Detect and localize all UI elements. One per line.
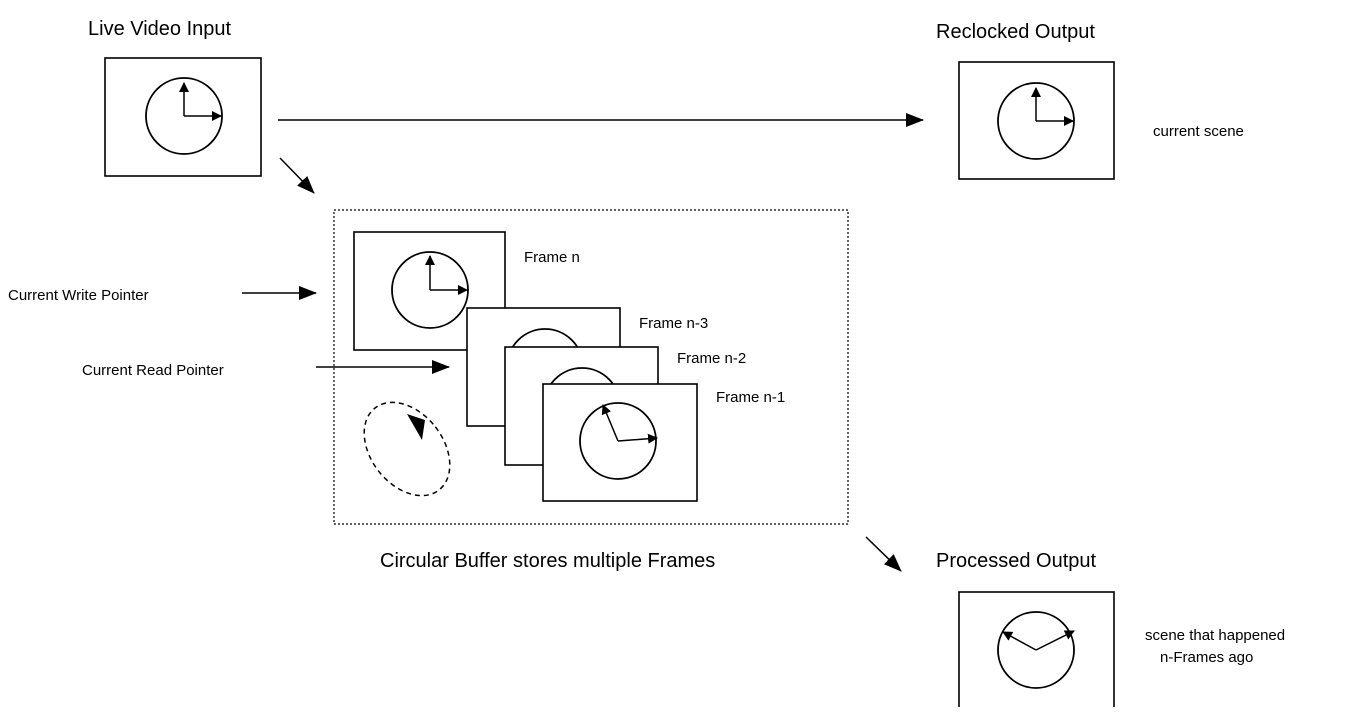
- frame-n-label: Frame n: [524, 249, 580, 266]
- current-write-pointer-label: Current Write Pointer: [8, 287, 149, 304]
- scene-past-label-line1: scene that happened: [1145, 627, 1285, 644]
- buffer-to-output-arrow: [865, 536, 902, 572]
- reclocked-output-label: Reclocked Output: [936, 21, 1095, 43]
- circular-buffer-caption: Circular Buffer stores multiple Frames: [380, 550, 715, 572]
- current-scene-label: current scene: [1153, 123, 1244, 140]
- frame-n-3-label: Frame n-3: [639, 315, 708, 332]
- rotation-cycle-icon: [363, 401, 451, 497]
- clock-hand-icon: [601, 404, 619, 442]
- frame-n-2-label: Frame n-2: [677, 350, 746, 367]
- scene-past-label-line2: n-Frames ago: [1160, 649, 1253, 666]
- clock-hand-icon: [1035, 630, 1075, 651]
- current-read-pointer-label: Current Read Pointer: [82, 362, 224, 379]
- live-input-frame: [104, 57, 262, 177]
- frame-n-1: [542, 383, 698, 502]
- circular-buffer-box: [333, 209, 849, 525]
- frame-n-1-label: Frame n-1: [716, 389, 785, 406]
- clock-hand-icon: [1002, 631, 1037, 651]
- input-to-buffer-arrow: [279, 157, 315, 194]
- processed-output-frame: [958, 591, 1115, 712]
- processed-output-label: Processed Output: [936, 550, 1097, 572]
- clock-hand-icon: [617, 433, 658, 444]
- live-video-input-label: Live Video Input: [88, 18, 232, 40]
- reclocked-output-frame: [958, 61, 1115, 180]
